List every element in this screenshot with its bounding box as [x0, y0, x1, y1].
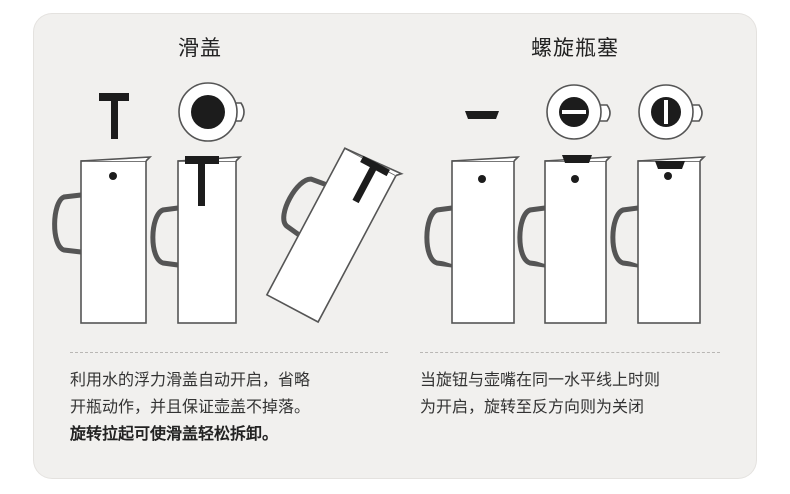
jug-6-stopper-closed-icon	[610, 156, 707, 324]
desc-line: 利用水的浮力滑盖自动开启，省略	[70, 370, 311, 389]
section-title-slide-lid: 滑盖	[178, 36, 222, 60]
screw-stopper-side-icon	[465, 111, 499, 119]
jug-3-tilted-pouring-icon	[265, 147, 404, 324]
jug-5-stopper-open-icon	[517, 155, 613, 324]
divider-right	[420, 352, 720, 353]
desc-line: 开瓶动作，并且保证壶盖不掉落。	[70, 397, 311, 416]
desc-line: 当旋钮与壶嘴在同一水平线上时则	[420, 370, 661, 389]
stopper-top-view-open-icon	[546, 84, 611, 140]
divider-left	[70, 352, 388, 353]
jug-1-closed-icon	[52, 156, 153, 324]
screw-stopper-description: 当旋钮与壶嘴在同一水平线上时则 为开启，旋转至反方向则为关闭	[420, 366, 660, 420]
desc-line: 为开启，旋转至反方向则为关闭	[420, 397, 645, 416]
stopper-top-view-closed-icon	[638, 84, 703, 140]
slide-lid-top-view-icon	[178, 82, 245, 142]
slide-lid-description: 利用水的浮力滑盖自动开启，省略 开瓶动作，并且保证壶盖不掉落。 旋转拉起可使滑盖…	[70, 366, 310, 447]
desc-line-bold: 旋转拉起可使滑盖轻松拆卸。	[70, 424, 279, 443]
jug-2-slide-lid-icon	[150, 156, 243, 324]
jug-4-closed-icon	[424, 156, 521, 324]
slide-lid-handle-icon	[99, 93, 129, 139]
section-title-screw-stopper: 螺旋瓶塞	[531, 36, 619, 60]
